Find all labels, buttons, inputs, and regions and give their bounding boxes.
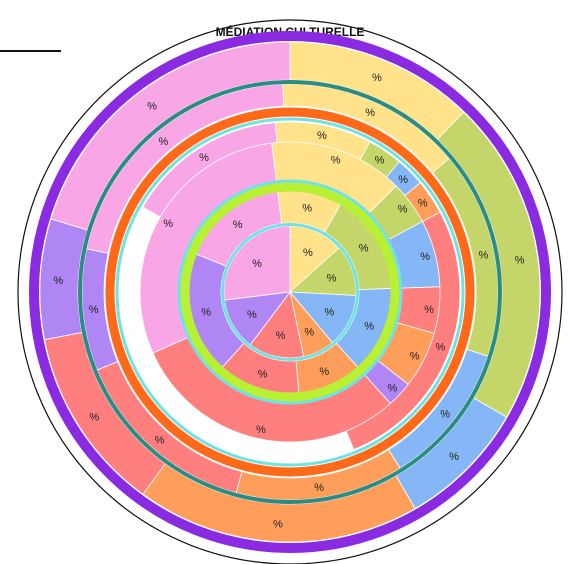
segment-label: % xyxy=(199,152,209,164)
segment-label: % xyxy=(233,219,243,231)
segment-label: % xyxy=(365,107,375,119)
segment-label: % xyxy=(440,408,450,420)
segment-label: % xyxy=(276,330,286,342)
ring-2 xyxy=(187,189,393,395)
segment-label: % xyxy=(398,204,408,216)
segment-label: % xyxy=(331,155,341,167)
segment-label: % xyxy=(163,218,173,230)
rings-layer xyxy=(29,31,551,553)
segment-label: % xyxy=(372,72,382,84)
segment-label: % xyxy=(424,304,434,316)
segment-label: % xyxy=(418,198,428,210)
ring-5-segment xyxy=(86,83,284,254)
segment-label: % xyxy=(420,251,430,263)
segment-label: % xyxy=(89,304,99,316)
ring-6-outer xyxy=(39,41,541,543)
ring-4 xyxy=(119,121,461,463)
ring-1-center-segment xyxy=(289,225,340,293)
segment-label: % xyxy=(410,351,420,363)
segment-label: % xyxy=(375,154,385,166)
segment-label: % xyxy=(436,342,446,354)
segment-label: % xyxy=(247,309,257,321)
teal-ring xyxy=(78,80,502,504)
orange-ring xyxy=(105,107,475,477)
ring-1-center xyxy=(223,225,357,359)
segment-label: % xyxy=(479,249,489,261)
segment-label: % xyxy=(359,243,369,255)
segment-label: % xyxy=(155,435,165,447)
segment-label: % xyxy=(159,136,169,148)
cyan-ring-3 xyxy=(115,117,465,467)
cyan-inner-ring xyxy=(221,223,359,361)
labels-layer: %%%%%%%%%%%%%%%%%%%%%%%%%%%%%%%%%%%%%%%%… xyxy=(53,72,524,531)
purple-outer-ring xyxy=(29,31,551,553)
ring-1-center-segment xyxy=(223,225,291,301)
lime-ring xyxy=(180,182,400,402)
segment-label: % xyxy=(53,275,63,287)
segment-label: % xyxy=(147,101,157,113)
segment-label: % xyxy=(201,306,211,318)
segment-label: % xyxy=(449,451,459,463)
ring-6-outer-segment xyxy=(50,41,291,231)
segment-label: % xyxy=(273,519,283,531)
segment-label: % xyxy=(302,203,312,215)
segment-label: % xyxy=(515,255,525,267)
segment-label: % xyxy=(304,327,314,339)
segment-label: % xyxy=(256,424,266,436)
segment-label: % xyxy=(398,174,408,186)
ring-5 xyxy=(81,83,499,501)
segment-label: % xyxy=(252,258,262,270)
segment-label: % xyxy=(319,366,329,378)
segment-label: % xyxy=(327,272,337,284)
segment-label: % xyxy=(303,247,313,259)
segment-label: % xyxy=(317,130,327,142)
segment-label: % xyxy=(89,412,99,424)
segment-label: % xyxy=(314,482,324,494)
segment-label: % xyxy=(258,369,268,381)
segment-label: % xyxy=(364,321,374,333)
segment-label: % xyxy=(388,383,398,395)
ring-4-segment xyxy=(142,122,278,218)
ring-1-center-segment xyxy=(249,291,305,359)
segment-label: % xyxy=(325,307,335,319)
cyan-ring-2 xyxy=(177,179,403,405)
